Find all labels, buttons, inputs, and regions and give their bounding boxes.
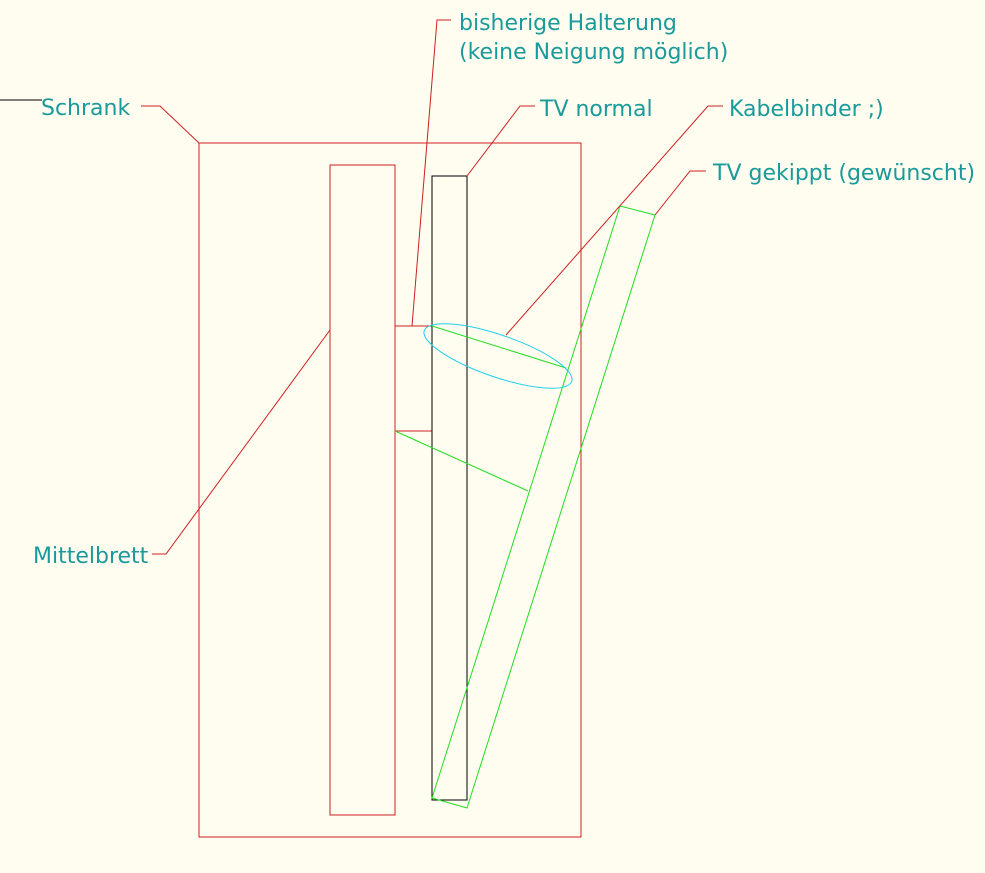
mittelbrett-board [329,164,396,816]
schrank-outline [198,142,582,838]
leader-halterung [411,19,451,327]
label-schrank: Schrank [41,96,130,121]
leader-tv-gekippt [654,170,706,216]
tv-normal-outline [431,175,468,801]
label-kabelbinder: Kabelbinder ;) [729,97,884,122]
leader-schrank-red [141,105,200,144]
label-mittelbrett: Mittelbrett [33,544,149,569]
label-halterung-line1: bisherige Halterung [459,11,677,36]
kabelbinder-ellipse [423,323,573,389]
leader-mittelbrett [152,329,331,555]
leader-kabelbinder [505,105,723,336]
tv-gekippt-outline [394,205,656,809]
label-halterung-line2: (keine Neigung möglich) [459,40,728,65]
label-tv-normal: TV normal [539,97,653,122]
leader-lines [0,19,723,555]
leader-tv-normal [466,105,535,177]
label-tv-gekippt: TV gekippt (gewünscht) [712,161,975,186]
halterung-brackets [395,325,432,432]
